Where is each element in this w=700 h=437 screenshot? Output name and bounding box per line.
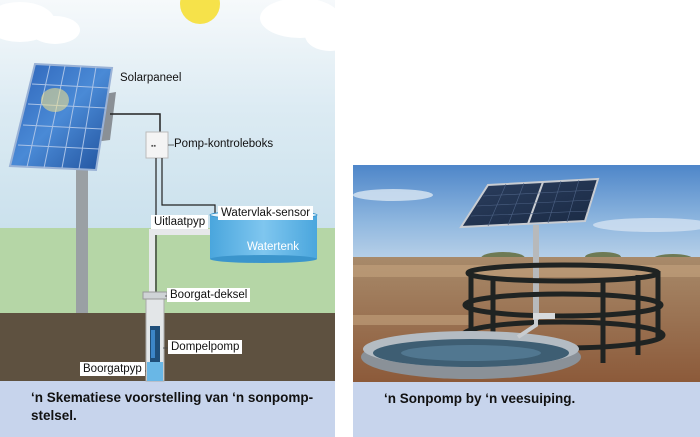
label-outlet-pipe: Uitlaatpyp — [151, 215, 209, 229]
diagram-caption: ‘n Skematiese voorstelling van ‘n sonpom… — [31, 389, 313, 425]
outlet-pipe — [149, 229, 213, 296]
borehole-water — [147, 362, 163, 381]
label-submersible-pump: Dompelpomp — [168, 340, 243, 354]
label-water-level-sensor: Watervlak-sensor — [218, 206, 314, 220]
panel-wire — [110, 113, 161, 132]
diagram-caption-line1: ‘n Skematiese voorstelling van ‘n sonpom… — [31, 390, 314, 405]
cloud — [0, 0, 335, 51]
diagram-illustration: ▪▪ — [0, 0, 335, 437]
soil — [0, 313, 335, 381]
photo-illustration — [353, 165, 700, 437]
panel-pole — [76, 160, 88, 313]
borehole-cap — [142, 291, 168, 300]
photo-pump-head — [533, 313, 555, 319]
diagram-caption-line2: stelsel. — [31, 408, 77, 423]
photo-cloud — [353, 189, 433, 201]
solar-pump-diagram: ▪▪ Solarpaneel Pomp-kontroleboks Watervl… — [0, 0, 335, 437]
pump-highlight — [151, 330, 155, 358]
photo-water-trough — [361, 331, 581, 379]
label-water-tank: Watertenk — [247, 241, 299, 253]
control-box-indicator: ▪▪ — [151, 143, 156, 150]
caption-band — [0, 381, 335, 437]
label-borehole-cap: Boorgat-deksel — [167, 288, 251, 302]
sensor-wire — [161, 158, 216, 214]
sun — [180, 0, 220, 24]
label-borehole-pipe: Boorgatpyp — [80, 362, 145, 376]
photo-panel-pole — [533, 225, 539, 325]
photo-cloud — [593, 218, 700, 232]
photo-caption-band — [353, 382, 700, 437]
solar-pump-photo: ‘n Sonpomp by ‘n veesuiping. — [353, 165, 700, 437]
photo-caption: ‘n Sonpomp by ‘n veesuiping. — [384, 391, 576, 406]
control-box — [145, 131, 169, 159]
solar-panel — [8, 62, 114, 172]
photo-solar-panel — [459, 177, 600, 229]
label-control-box: Pomp-kontroleboks — [174, 138, 274, 150]
label-solar-panel: Solarpaneel — [120, 72, 182, 84]
